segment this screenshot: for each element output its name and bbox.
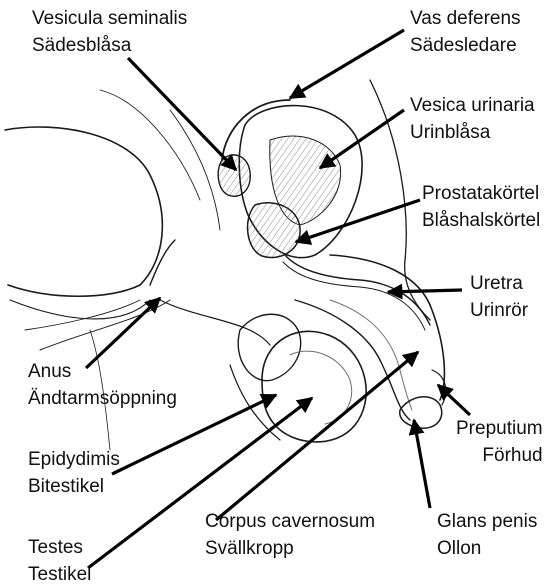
arrow-uretra	[388, 290, 462, 292]
label-anus: Anus Ändtarmsöppning	[28, 358, 177, 412]
label-latin: Glans penis	[437, 508, 537, 535]
label-latin: Corpus cavernosum	[205, 508, 375, 535]
anus-fold	[150, 240, 175, 285]
prostate-shape	[248, 203, 301, 258]
label-preputium: Preputium Förhud	[456, 415, 543, 469]
arrow-vesicula	[128, 58, 236, 170]
label-swedish: Testikel	[28, 561, 91, 588]
label-vesicula-seminalis: Vesicula seminalis Sädesblåsa	[32, 5, 187, 59]
label-vas-deferens: Vas deferens Sädesledare	[410, 5, 521, 59]
label-swedish: Blåshalskörtel	[422, 207, 540, 234]
buttock-inner-line	[10, 300, 150, 319]
label-latin: Prostatakörtel	[422, 180, 540, 207]
perineum-line	[160, 300, 270, 345]
label-corpus-cavernosum: Corpus cavernosum Svällkropp	[205, 508, 375, 562]
vesicle-shape	[218, 155, 250, 196]
label-swedish: Urinrör	[470, 297, 528, 324]
label-swedish: Sädesledare	[410, 32, 521, 59]
label-latin: Preputium	[456, 415, 543, 442]
label-latin: Vesicula seminalis	[32, 5, 187, 32]
corpus-interior	[330, 300, 412, 410]
penis-shaft-lower	[295, 300, 410, 420]
label-latin: Vesica urinaria	[410, 92, 535, 119]
arrow-corpus	[216, 352, 418, 520]
label-latin: Testes	[28, 534, 91, 561]
label-swedish: Svällkropp	[205, 535, 375, 562]
label-latin: Epidydimis	[28, 446, 120, 473]
label-uretra: Uretra Urinrör	[470, 270, 528, 324]
label-testes: Testes Testikel	[28, 534, 91, 588]
label-swedish: Urinblåsa	[410, 119, 535, 146]
urethra-canal-2	[283, 262, 425, 330]
fold-line-1	[100, 90, 200, 200]
label-swedish: Ollon	[437, 535, 537, 562]
epididymis-shape	[238, 314, 301, 380]
label-swedish: Förhud	[456, 442, 543, 469]
arrow-vas	[290, 30, 404, 98]
label-epidydimis: Epidydimis Bitestikel	[28, 446, 120, 500]
label-latin: Anus	[28, 358, 177, 385]
label-swedish: Ändtarmsöppning	[28, 385, 177, 412]
label-swedish: Bitestikel	[28, 473, 120, 500]
label-swedish: Sädesblåsa	[32, 32, 187, 59]
label-latin: Vas deferens	[410, 5, 521, 32]
label-vesica-urinaria: Vesica urinaria Urinblåsa	[410, 92, 535, 146]
glans-shape	[400, 397, 442, 428]
arrow-glans	[414, 420, 430, 508]
label-glans-penis: Glans penis Ollon	[437, 508, 537, 562]
label-prostatakortel: Prostatakörtel Blåshalskörtel	[422, 180, 540, 234]
label-latin: Uretra	[470, 270, 528, 297]
buttock-outline	[5, 127, 162, 296]
arrow-preputium	[438, 385, 470, 415]
